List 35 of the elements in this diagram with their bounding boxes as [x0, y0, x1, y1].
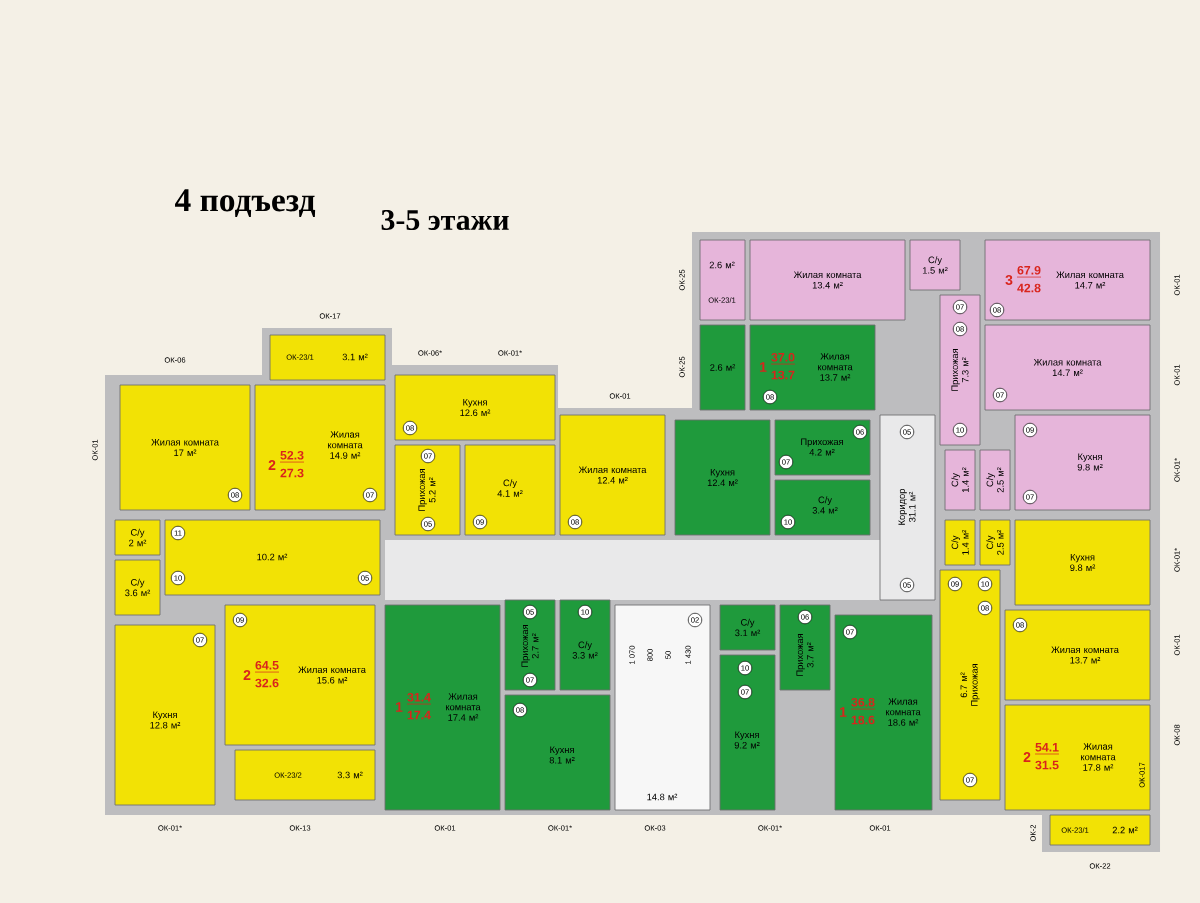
room-count: 2: [268, 460, 276, 470]
room: С/у 3.1 м²: [719, 604, 776, 651]
apartment-area: 31.4: [406, 692, 432, 705]
room: С/у 3.6 м²: [114, 559, 161, 616]
room: С/у 1.4 м²: [944, 449, 976, 511]
apartment-area: 54.1: [1034, 742, 1060, 755]
room: С/у 1.5 м²: [909, 239, 961, 291]
room-count: 1: [840, 707, 847, 717]
room: Жилая комната 13.4 м²: [749, 239, 906, 321]
living-area: 31.5: [1035, 760, 1059, 770]
room-count: 3: [1005, 275, 1013, 285]
living-area: 42.8: [1017, 283, 1041, 293]
room-count: 2: [1023, 752, 1031, 762]
subtitle: 3-5 этажи: [381, 209, 509, 231]
room: С/у 2.5 м²: [979, 449, 1011, 511]
living-area: 18.6: [851, 715, 875, 725]
room: Кухня 9.8 м²: [1014, 519, 1151, 606]
room: С/у 1.4 м²: [944, 519, 976, 566]
room-count: 1: [396, 702, 403, 712]
apartment-area: 36.8: [850, 697, 876, 710]
apartment-area: 67.9: [1016, 265, 1042, 278]
apartment-area: 64.5: [254, 660, 280, 673]
room: С/у 2.5 м²: [979, 519, 1011, 566]
living-area: 32.6: [255, 678, 279, 688]
living-area: 27.3: [280, 468, 304, 478]
room-count: 2: [243, 670, 251, 680]
apartment-area: 37.0: [770, 352, 796, 365]
title: 4 подъезд: [175, 189, 316, 217]
room: Кухня 12.4 м²: [674, 419, 771, 536]
living-area: 17.4: [407, 710, 431, 720]
apartment-area: 52.3: [279, 450, 305, 463]
room-count: 1: [760, 362, 767, 372]
room: С/у 2 м²: [114, 519, 161, 556]
living-area: 13.7: [771, 370, 795, 380]
loggia: 2.6 м²: [699, 324, 746, 411]
